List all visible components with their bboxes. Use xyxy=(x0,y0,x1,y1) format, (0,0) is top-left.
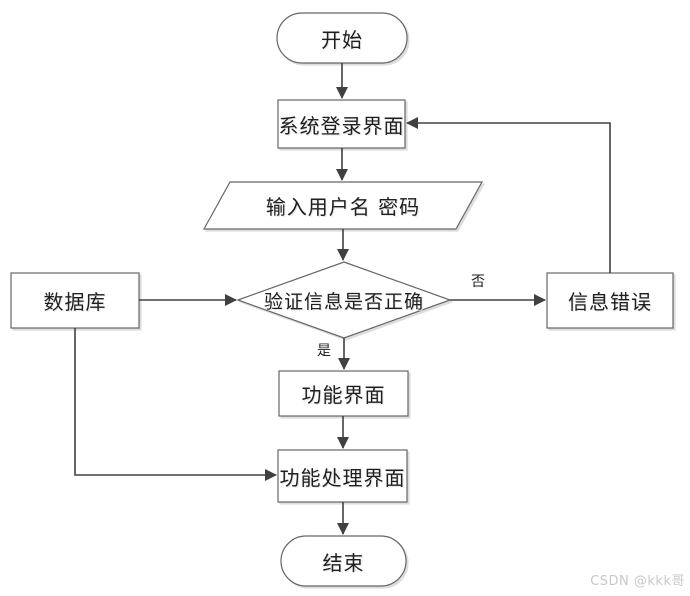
login-process-shape xyxy=(277,99,406,149)
database-process-shape xyxy=(10,272,140,329)
edge-error-to-login xyxy=(406,117,611,273)
error-process-shape xyxy=(546,272,674,329)
input-io-shape xyxy=(202,181,484,230)
end-terminator-shape xyxy=(280,535,407,587)
process-process-shape xyxy=(277,449,408,503)
function-process-shape xyxy=(278,370,409,417)
start-terminator-shape xyxy=(276,12,408,64)
csdn-watermark: CSDN @kkk哥 xyxy=(590,574,685,589)
verify-decision-shape xyxy=(236,261,452,339)
edge-database-to-process xyxy=(74,328,277,481)
